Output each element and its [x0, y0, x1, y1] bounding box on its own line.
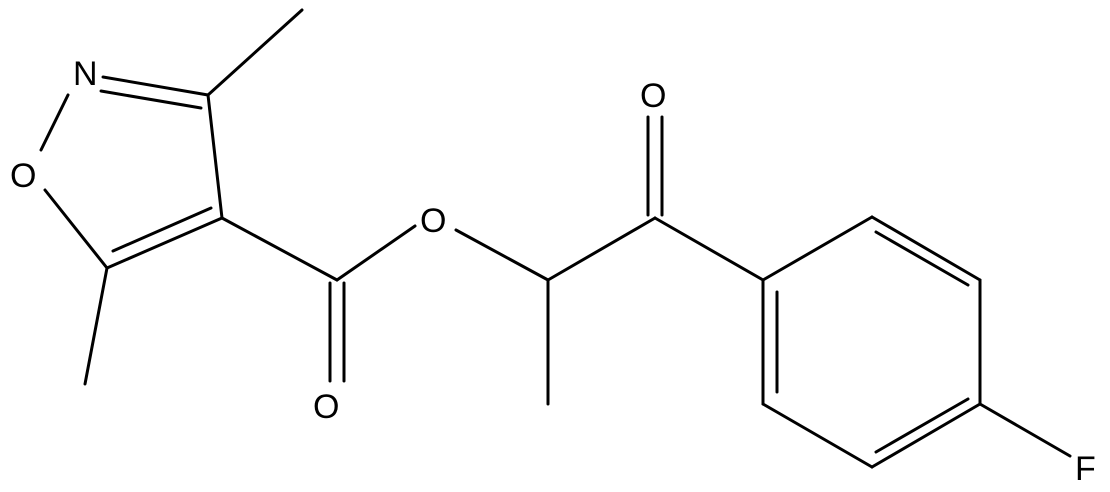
bond-c5-o1 [43, 188, 109, 270]
bond-ester-c-o-single [335, 224, 417, 282]
bond-c3-c4 [206, 93, 224, 220]
bond-c4-ester-c [220, 216, 339, 282]
bond-ph-c4-c5 [870, 402, 982, 469]
bond-n2-c3 [101, 75, 210, 97]
bond-ch-ketone-c [546, 216, 657, 282]
bond-c4-c5-double [111, 206, 213, 253]
bond-ph-c2-c3-inner [874, 230, 970, 287]
bond-ester-o-ch [454, 228, 550, 282]
bond-c3-methyl [206, 8, 304, 97]
bond-ph-c4-c5-inner [874, 397, 970, 454]
bond-ketone-c-phenyl [653, 216, 765, 282]
bond-o1-n2 [39, 93, 70, 152]
bond-ph-c2-c3 [870, 215, 982, 282]
atom-label-ketone-o: O [640, 77, 666, 115]
bond-n2-c3-double [99, 89, 203, 110]
atom-label-ring-o: O [10, 157, 36, 195]
bond-c4-c5 [105, 216, 224, 270]
atom-label-fluorine: F [1075, 450, 1096, 488]
atom-label-ring-n: N [73, 55, 98, 93]
bond-c5-methyl [83, 266, 109, 386]
atom-label-carbonyl-o: O [313, 388, 339, 426]
bond-ph-c1-c2 [761, 215, 874, 282]
atom-label-ester-o: O [420, 202, 446, 240]
bond-c-f [978, 402, 1072, 458]
bond-ph-c5-c6 [761, 402, 874, 469]
